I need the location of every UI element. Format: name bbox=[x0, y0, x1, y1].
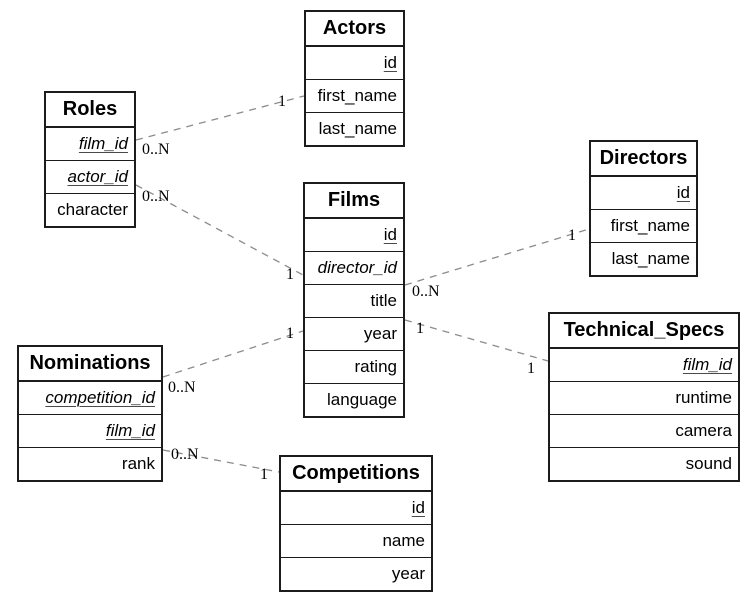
field-name: id bbox=[676, 183, 690, 202]
cardinality-label-films-from-nominations: 1 bbox=[286, 325, 294, 342]
field-name: film_id bbox=[682, 355, 732, 374]
field-name: id bbox=[411, 498, 425, 517]
field-name: rating bbox=[354, 357, 397, 376]
entity-directors[interactable]: Directors id first_name last_name bbox=[589, 140, 698, 277]
field-row: last_name bbox=[591, 242, 696, 275]
entity-title: Competitions bbox=[281, 457, 431, 492]
field-row: last_name bbox=[306, 112, 403, 145]
entity-competitions[interactable]: Competitions id name year bbox=[279, 455, 433, 592]
field-name: year bbox=[363, 324, 397, 343]
field-name: runtime bbox=[675, 388, 732, 407]
field-name: last_name bbox=[318, 119, 397, 138]
cardinality-label-nominations-film: 0..N bbox=[168, 379, 196, 396]
relationship-line-films-technical-specs bbox=[404, 319, 549, 362]
entity-title: Directors bbox=[591, 142, 696, 177]
field-row: rating bbox=[305, 350, 403, 383]
field-name: last_name bbox=[611, 249, 690, 268]
cardinality-label-directors: 1 bbox=[568, 227, 576, 244]
field-row: rank bbox=[19, 447, 161, 480]
field-name: name bbox=[382, 531, 425, 550]
cardinality-label-films-to-techspecs: 1 bbox=[416, 320, 424, 337]
cardinality-label-actors: 1 bbox=[278, 93, 286, 110]
field-row: first_name bbox=[306, 79, 403, 112]
entity-roles[interactable]: Roles film_id actor_id character bbox=[44, 91, 136, 228]
field-row: language bbox=[305, 383, 403, 416]
cardinality-label-nominations-competition: 0..N bbox=[171, 446, 199, 463]
entity-title: Roles bbox=[46, 93, 134, 128]
entity-title: Technical_Specs bbox=[550, 314, 738, 349]
entity-films[interactable]: Films id director_id title year rating l… bbox=[303, 182, 405, 418]
field-name: sound bbox=[685, 454, 732, 473]
field-row: id bbox=[591, 177, 696, 209]
field-row: camera bbox=[550, 414, 738, 447]
field-row: runtime bbox=[550, 381, 738, 414]
entity-nominations[interactable]: Nominations competition_id film_id rank bbox=[17, 345, 163, 482]
cardinality-label-roles-film: 0..N bbox=[142, 141, 170, 158]
field-row: sound bbox=[550, 447, 738, 480]
field-row: year bbox=[281, 557, 431, 590]
cardinality-label-techspecs: 1 bbox=[527, 360, 535, 377]
field-row: first_name bbox=[591, 209, 696, 242]
field-name: year bbox=[391, 564, 425, 583]
field-name: id bbox=[383, 53, 397, 72]
relationship-line-nominations-films bbox=[162, 330, 304, 378]
field-row: character bbox=[46, 193, 134, 226]
field-name: film_id bbox=[78, 134, 128, 153]
entity-title: Films bbox=[305, 184, 403, 219]
entity-title: Nominations bbox=[19, 347, 161, 382]
cardinality-label-films-from-roles: 1 bbox=[286, 266, 294, 283]
field-name: actor_id bbox=[67, 167, 128, 186]
relationship-line-films-directors bbox=[404, 228, 590, 286]
field-name: character bbox=[57, 200, 128, 219]
field-name: director_id bbox=[317, 258, 397, 277]
field-row: name bbox=[281, 524, 431, 557]
field-name: id bbox=[383, 225, 397, 244]
entity-technical-specs[interactable]: Technical_Specs film_id runtime camera s… bbox=[548, 312, 740, 482]
field-row: film_id bbox=[19, 414, 161, 447]
field-row: film_id bbox=[46, 128, 134, 160]
cardinality-label-films-to-directors: 0..N bbox=[412, 283, 440, 300]
entity-actors[interactable]: Actors id first_name last_name bbox=[304, 10, 405, 147]
field-row: competition_id bbox=[19, 382, 161, 414]
field-row: id bbox=[281, 492, 431, 524]
field-row: film_id bbox=[550, 349, 738, 381]
field-name: film_id bbox=[105, 421, 155, 440]
field-name: competition_id bbox=[45, 388, 155, 407]
field-row: id bbox=[305, 219, 403, 251]
field-row: director_id bbox=[305, 251, 403, 284]
cardinality-label-competitions: 1 bbox=[260, 466, 268, 483]
field-row: title bbox=[305, 284, 403, 317]
field-name: language bbox=[327, 390, 397, 409]
field-name: rank bbox=[121, 454, 155, 473]
field-name: first_name bbox=[610, 216, 690, 235]
field-name: camera bbox=[675, 421, 732, 440]
field-name: title bbox=[370, 291, 397, 310]
field-name: first_name bbox=[317, 86, 397, 105]
field-row: actor_id bbox=[46, 160, 134, 193]
field-row: id bbox=[306, 47, 403, 79]
cardinality-label-roles-actor: 0..N bbox=[142, 188, 170, 205]
entity-title: Actors bbox=[306, 12, 403, 47]
field-row: year bbox=[305, 317, 403, 350]
